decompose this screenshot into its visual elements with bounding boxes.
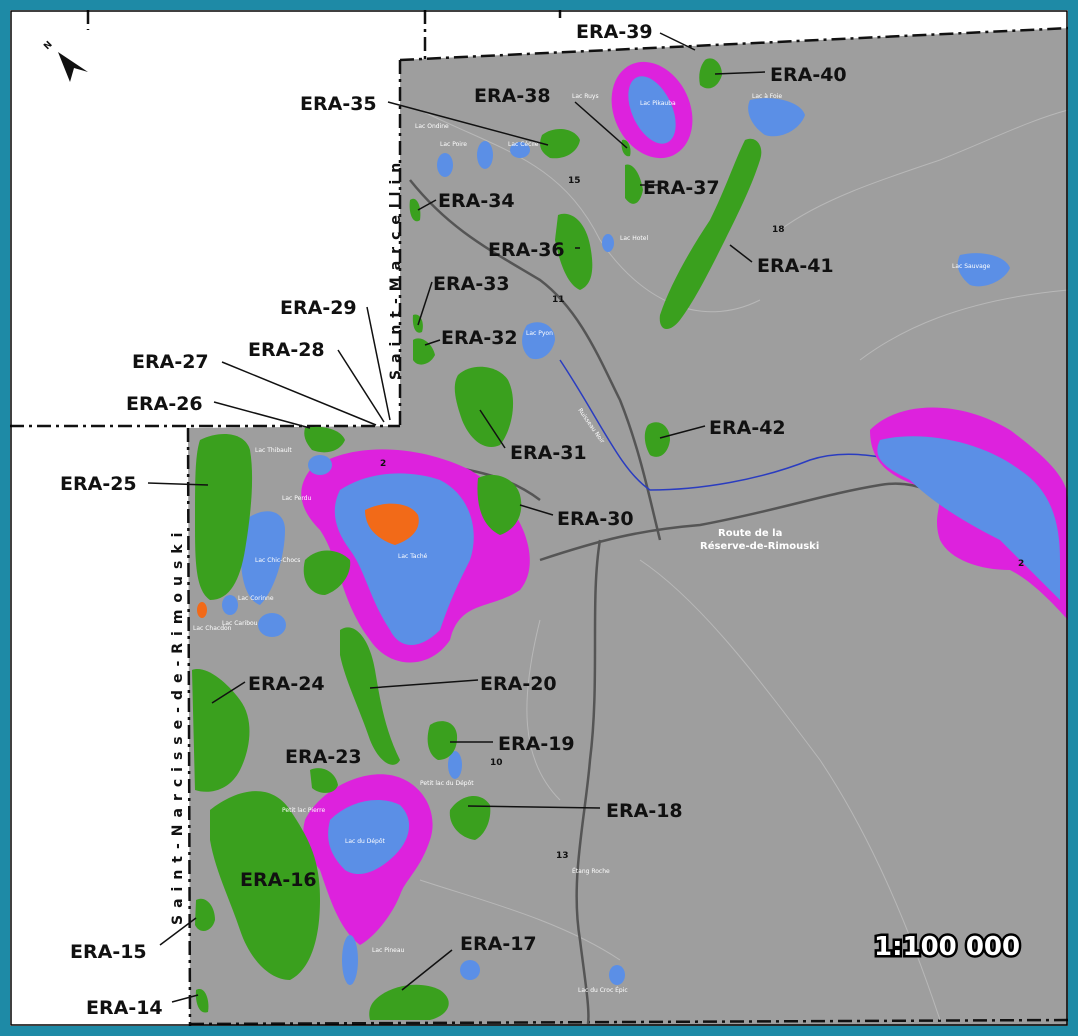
lake-name: Lac Corinne [238,595,274,602]
road-number: 13 [556,851,569,861]
era-label-14: ERA-14 [86,997,163,1019]
era-label-32: ERA-32 [441,327,518,349]
era-label-35: ERA-35 [300,93,377,115]
road-number: 11 [552,295,565,305]
era-label-41: ERA-41 [757,255,834,277]
era-area-17 [369,984,449,1020]
municipality-marcellin: Saint-Marcellin [388,156,404,380]
lake-name: Lac Caribou [222,620,258,627]
era-label-18: ERA-18 [606,800,683,822]
era-label-39: ERA-39 [576,21,653,43]
era-area-20 [340,627,400,765]
road-number: 10 [490,758,503,768]
hotspots [197,503,419,618]
era-area-26-27-28 [304,426,345,453]
era-label-26: ERA-26 [126,393,203,415]
lake-names: Lac Ondine Lac Poire Lac Cécile Lac Ruys… [193,93,991,994]
lake-name: Lac Perdu [282,495,311,502]
era-label-15: ERA-15 [70,941,147,963]
era-area-18 [449,795,491,840]
era-area-35 [540,128,580,159]
road-name-line1: Route de la [718,528,782,539]
era-area-40 [699,58,722,89]
era-label-28: ERA-28 [248,339,325,361]
era-area-15 [195,898,215,932]
era-area-24 [192,669,250,792]
era-areas [192,58,762,1020]
era-area-36 [555,213,593,290]
lake-name: Lac du Dépôt [345,838,386,845]
lake-name: Lac Sauvage [952,263,991,270]
era-label-17: ERA-17 [460,933,537,955]
boundary-lines [10,10,1071,1027]
era-label-19: ERA-19 [498,733,575,755]
lake-name: Étang Roche [572,867,610,875]
era-label-42: ERA-42 [709,417,786,439]
era-label-29: ERA-29 [280,297,357,319]
era-labels: ERA-14 ERA-15 ERA-16 ERA-17 ERA-18 ERA-1… [60,21,847,1019]
map-scale: 1:100 000 [874,932,1020,962]
era-area-37 [625,164,643,204]
lake-name: Lac Ondine [415,123,449,130]
leader-lines [147,32,766,1003]
era-label-30: ERA-30 [557,508,634,530]
era-area-misc [303,550,351,595]
lake-name: Petit lac du Dépôt [420,780,474,787]
lake-name: Lac Poire [440,141,467,148]
era-label-33: ERA-33 [433,273,510,295]
era-area-25 [195,434,253,600]
era-label-24: ERA-24 [248,673,325,695]
era-area-14 [195,989,209,1013]
era-area-19 [427,721,458,760]
road-numbers: 2 2 10 11 13 15 18 [380,176,1024,861]
era-label-36: ERA-36 [488,239,565,261]
lake-name: Lac Thibault [255,447,292,454]
era-label-40: ERA-40 [770,64,847,86]
era-label-27: ERA-27 [132,351,209,373]
river [559,359,901,491]
lake-name: Lac Ruys [572,93,599,100]
territory-area [188,28,1070,1026]
era-area-16 [210,791,320,980]
road-number: 2 [380,459,386,469]
lake-name: Lac Chacdon [193,625,232,632]
lake-name: Petit lac Pierre [282,807,325,814]
lake-name: Lac Pineau [372,947,405,954]
era-area-34 [409,198,421,222]
lake-name: Lac à Foie [752,93,782,100]
lake-name: Lac Pikauba [640,100,676,107]
era-area-42 [644,422,670,457]
era-label-25: ERA-25 [60,473,137,495]
lake-name: Lac Cécile [508,141,539,148]
era-label-34: ERA-34 [438,190,515,212]
municipality-narcisse: Saint-Narcisse-de-Rimouski [170,526,186,925]
lake-name: Lac Hotel [620,235,648,242]
era-label-20: ERA-20 [480,673,557,695]
era-area-30 [477,474,522,535]
era-area-31 [454,366,514,448]
era-area-23 [310,768,338,793]
era-label-31: ERA-31 [510,442,587,464]
era-label-23: ERA-23 [285,746,362,768]
era-label-37: ERA-37 [643,177,720,199]
era-area-32 [413,338,435,365]
lake-name: Lac du Croc Épic [578,986,628,994]
road-number: 15 [568,176,581,186]
lake-name: Lac Chic-Chocs [255,557,300,564]
era-area-41 [659,138,762,330]
road-name-line2: Réserve-de-Rimouski [700,540,819,552]
road-number: 2 [1018,559,1024,569]
era-label-16: ERA-16 [240,869,317,891]
era-label-38: ERA-38 [474,85,551,107]
lake-name: Lac Pyon [526,330,553,337]
road-number: 18 [772,225,785,235]
trails [419,109,1069,1021]
lake-name: Lac Taché [398,553,428,560]
